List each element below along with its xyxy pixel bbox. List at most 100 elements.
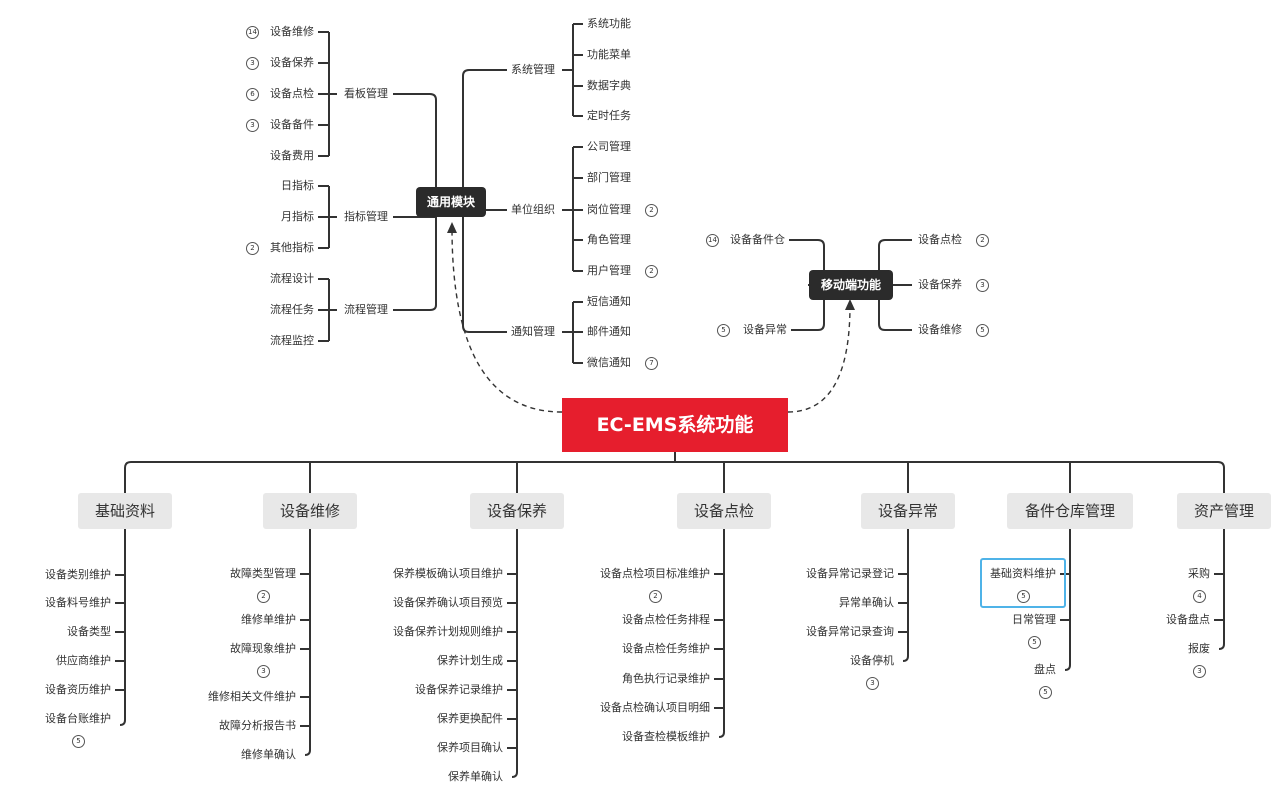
category-leaf-node[interactable]: 采购	[1184, 565, 1214, 583]
count-badge: 2	[246, 242, 259, 255]
right-group-node[interactable]: 通知管理	[507, 323, 559, 341]
right-leaf-node[interactable]: 系统功能	[583, 15, 635, 33]
count-badge: 3	[246, 119, 259, 132]
category-node[interactable]: 基础资料	[78, 493, 172, 529]
category-leaf-node[interactable]: 故障现象维护	[226, 640, 300, 658]
count-badge: 2	[257, 590, 270, 603]
category-leaf-node[interactable]: 维修单确认	[237, 746, 300, 764]
category-leaf-node[interactable]: 设备保养计划规则维护	[389, 623, 507, 641]
category-node[interactable]: 设备保养	[470, 493, 564, 529]
left-leaf-node[interactable]: 其他指标	[266, 239, 318, 257]
count-badge: 5	[976, 324, 989, 337]
general-module-node[interactable]: 通用模块	[416, 187, 486, 217]
category-leaf-node[interactable]: 保养项目确认	[433, 739, 507, 757]
left-leaf-node[interactable]: 流程监控	[266, 332, 318, 350]
category-leaf-node[interactable]: 设备异常记录登记	[802, 565, 898, 583]
category-leaf-node[interactable]: 设备料号维护	[41, 594, 115, 612]
right-leaf-node[interactable]: 微信通知	[583, 354, 635, 372]
category-leaf-node[interactable]: 故障类型管理	[226, 565, 300, 583]
right-leaf-node[interactable]: 用户管理	[583, 262, 635, 280]
category-leaf-node[interactable]: 保养计划生成	[433, 652, 507, 670]
right-group-node[interactable]: 系统管理	[507, 61, 559, 79]
category-leaf-node[interactable]: 设备类别维护	[41, 566, 115, 584]
count-badge: 7	[645, 357, 658, 370]
category-leaf-node[interactable]: 设备点检任务维护	[618, 640, 714, 658]
category-leaf-node[interactable]: 设备点检确认项目明细	[596, 699, 714, 717]
category-leaf-node[interactable]: 设备点检项目标准维护	[596, 565, 714, 583]
left-leaf-node[interactable]: 设备点检	[266, 85, 318, 103]
count-badge: 3	[976, 279, 989, 292]
left-leaf-node[interactable]: 日指标	[277, 177, 318, 195]
count-badge: 5	[1039, 686, 1052, 699]
left-leaf-node[interactable]: 设备费用	[266, 147, 318, 165]
mobile-left-node[interactable]: 设备备件仓	[726, 231, 789, 249]
mobile-right-node[interactable]: 设备点检	[914, 231, 966, 249]
category-leaf-node[interactable]: 供应商维护	[52, 652, 115, 670]
count-badge: 5	[1028, 636, 1041, 649]
right-leaf-node[interactable]: 功能菜单	[583, 46, 635, 64]
left-leaf-node[interactable]: 流程设计	[266, 270, 318, 288]
category-leaf-node[interactable]: 保养单确认	[444, 768, 507, 786]
mobile-right-node[interactable]: 设备保养	[914, 276, 966, 294]
category-node[interactable]: 设备点检	[677, 493, 771, 529]
left-leaf-node[interactable]: 设备保养	[266, 54, 318, 72]
count-badge: 2	[649, 590, 662, 603]
category-leaf-node[interactable]: 设备保养记录维护	[411, 681, 507, 699]
category-leaf-node[interactable]: 维修单维护	[237, 611, 300, 629]
category-leaf-node[interactable]: 异常单确认	[835, 594, 898, 612]
count-badge: 3	[257, 665, 270, 678]
category-leaf-node[interactable]: 设备停机	[846, 652, 898, 670]
left-group-node[interactable]: 指标管理	[340, 208, 392, 226]
category-leaf-node[interactable]: 报废	[1184, 640, 1214, 658]
category-leaf-node[interactable]: 日常管理	[1008, 611, 1060, 629]
category-leaf-node[interactable]: 设备保养确认项目预览	[389, 594, 507, 612]
category-leaf-node[interactable]: 维修相关文件维护	[204, 688, 300, 706]
right-leaf-node[interactable]: 岗位管理	[583, 201, 635, 219]
category-leaf-node[interactable]: 保养更换配件	[433, 710, 507, 728]
left-leaf-node[interactable]: 设备备件	[266, 116, 318, 134]
category-leaf-node[interactable]: 设备资历维护	[41, 681, 115, 699]
left-leaf-node[interactable]: 设备维修	[266, 23, 318, 41]
category-leaf-node[interactable]: 角色执行记录维护	[618, 670, 714, 688]
category-node[interactable]: 设备维修	[263, 493, 357, 529]
mobile-module-node[interactable]: 移动端功能	[809, 270, 893, 300]
right-leaf-node[interactable]: 数据字典	[583, 77, 635, 95]
left-leaf-node[interactable]: 月指标	[277, 208, 318, 226]
root-node[interactable]: EC-EMS系统功能	[562, 398, 788, 452]
selected-node-outline	[980, 558, 1066, 608]
category-leaf-node[interactable]: 盘点	[1030, 661, 1060, 679]
count-badge: 5	[1017, 590, 1030, 603]
right-leaf-node[interactable]: 邮件通知	[583, 323, 635, 341]
right-leaf-node[interactable]: 角色管理	[583, 231, 635, 249]
left-group-node[interactable]: 流程管理	[340, 301, 392, 319]
category-leaf-node[interactable]: 设备异常记录查询	[802, 623, 898, 641]
count-badge: 2	[976, 234, 989, 247]
count-badge: 14	[706, 234, 719, 247]
category-leaf-node[interactable]: 设备盘点	[1162, 611, 1214, 629]
left-group-node[interactable]: 看板管理	[340, 85, 392, 103]
count-badge: 6	[246, 88, 259, 101]
count-badge: 2	[645, 265, 658, 278]
count-badge: 2	[645, 204, 658, 217]
right-leaf-node[interactable]: 定时任务	[583, 107, 635, 125]
count-badge: 4	[1193, 590, 1206, 603]
right-leaf-node[interactable]: 短信通知	[583, 293, 635, 311]
category-leaf-node[interactable]: 设备类型	[63, 623, 115, 641]
category-leaf-node[interactable]: 设备查检模板维护	[618, 728, 714, 746]
category-leaf-node[interactable]: 设备台账维护	[41, 710, 115, 728]
right-group-node[interactable]: 单位组织	[507, 201, 559, 219]
count-badge: 3	[866, 677, 879, 690]
category-node[interactable]: 设备异常	[861, 493, 955, 529]
category-leaf-node[interactable]: 保养模板确认项目维护	[389, 565, 507, 583]
right-leaf-node[interactable]: 公司管理	[583, 138, 635, 156]
left-leaf-node[interactable]: 流程任务	[266, 301, 318, 319]
category-leaf-node[interactable]: 基础资料维护	[986, 565, 1060, 583]
category-leaf-node[interactable]: 故障分析报告书	[215, 717, 300, 735]
mobile-left-node[interactable]: 设备异常	[739, 321, 791, 339]
mobile-right-node[interactable]: 设备维修	[914, 321, 966, 339]
count-badge: 5	[72, 735, 85, 748]
right-leaf-node[interactable]: 部门管理	[583, 169, 635, 187]
category-node[interactable]: 备件仓库管理	[1007, 493, 1133, 529]
category-node[interactable]: 资产管理	[1177, 493, 1271, 529]
category-leaf-node[interactable]: 设备点检任务排程	[618, 611, 714, 629]
